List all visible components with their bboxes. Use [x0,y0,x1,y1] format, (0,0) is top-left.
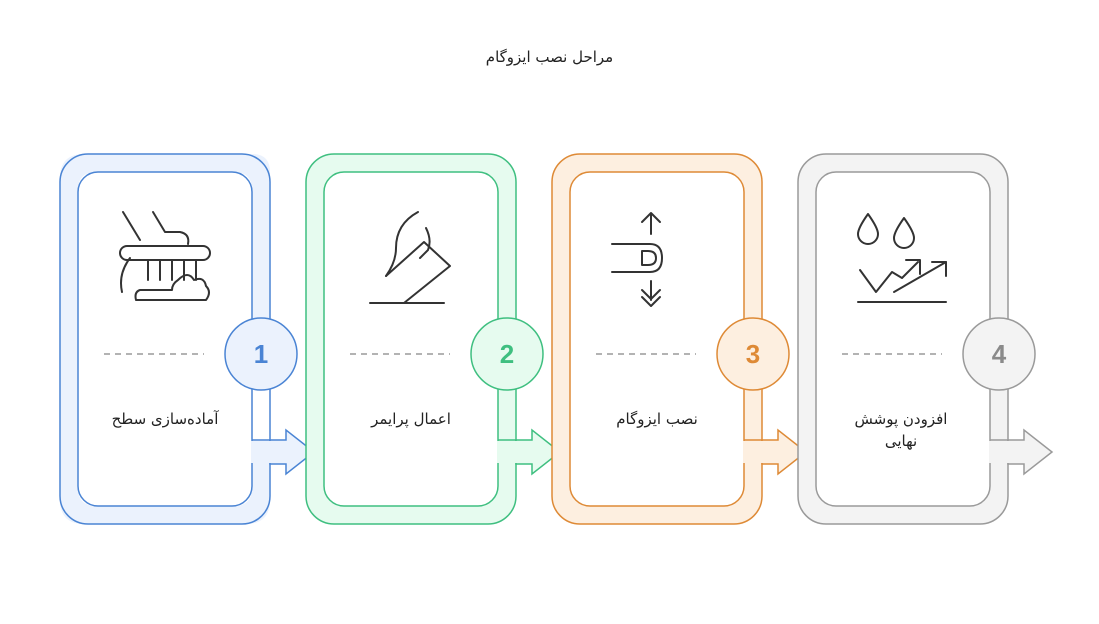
step-2-label: اعمال پرایمر [371,410,451,428]
final-coating-icon [857,213,947,303]
step-2-number: 2 [499,339,515,369]
primer-application-icon [369,211,451,304]
step-3-number-circle [716,317,790,391]
step-2-band [305,153,562,525]
surface-preparation-icon [119,211,211,301]
step-3-band [551,153,808,525]
step-1-label: آماده‌سازی سطح [111,410,219,428]
step-2-number-circle [470,317,544,391]
step-3-label: نصب ایزوگام [616,410,698,428]
membrane-installation-icon [611,212,663,307]
step-4-number: 4 [991,339,1007,369]
step-1-number-circle [224,317,298,391]
step-4-number-circle [962,317,1036,391]
step-4-label: افزودن پوشش نهایی [854,410,948,450]
diagram-title: مراحل نصب ایزوگام [485,48,614,66]
step-4-band [797,153,1054,525]
step-3-number: 3 [745,339,761,369]
step-1-number: 1 [253,339,269,369]
